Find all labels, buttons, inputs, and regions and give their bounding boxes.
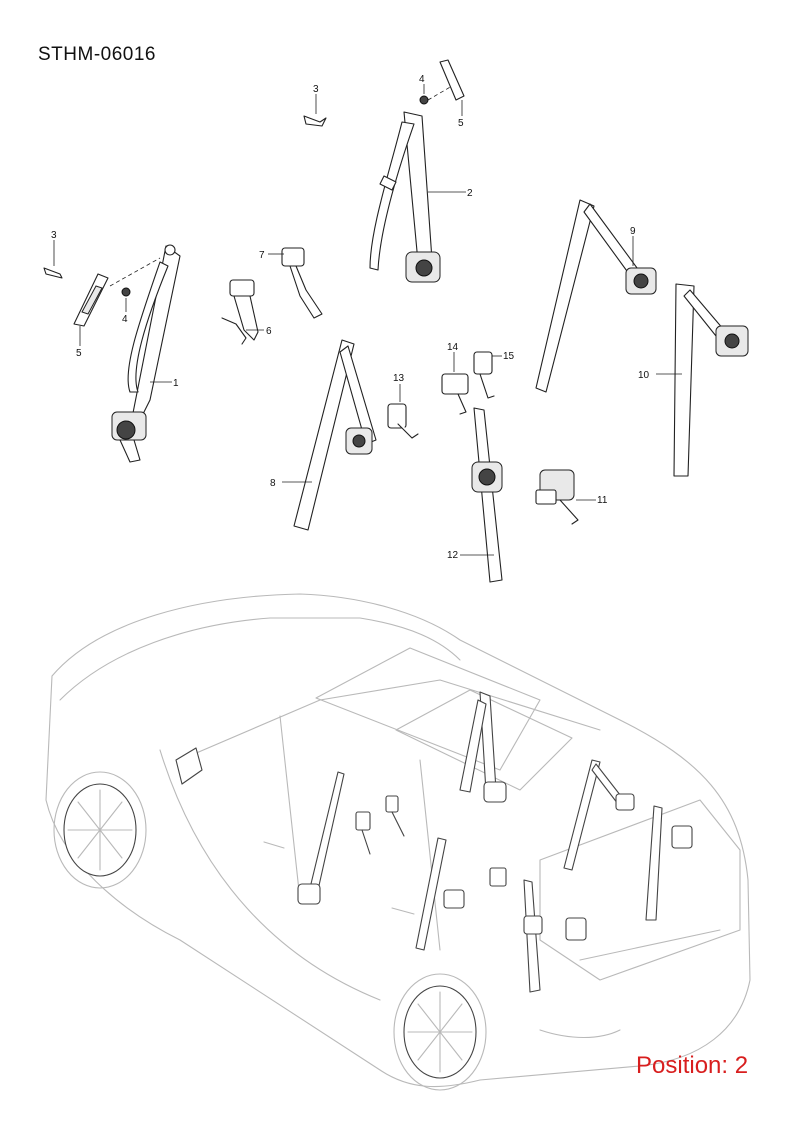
part-5-height-adjuster-left: [73, 273, 109, 327]
part-12-center-seatbelt: [471, 407, 503, 583]
part-6-buckle: [221, 279, 259, 345]
part-3-clip-left: [43, 267, 63, 279]
callout-3-left: 3: [51, 230, 57, 241]
part-4-nut-top: [419, 85, 453, 105]
callout-11: 11: [597, 495, 608, 506]
part-3-clip-top: [303, 115, 327, 127]
callout-12: 12: [447, 550, 459, 561]
callout-7: 7: [259, 250, 265, 261]
callout-15: 15: [503, 351, 515, 362]
callout-10: 10: [638, 370, 650, 381]
part-4-nut-left: [109, 257, 161, 297]
part-9-rear-seatbelt: [535, 199, 657, 393]
part-15-buckle: [473, 351, 495, 399]
part-14-child-seat-anchor: [441, 373, 469, 415]
callout-8: 8: [270, 478, 276, 489]
installed-seatbelts: [297, 691, 693, 993]
diagram-code: STHM-06016: [38, 44, 156, 65]
part-8-seatbelt: [293, 339, 377, 531]
callout-1: 1: [173, 378, 179, 389]
callout-4-top: 4: [419, 74, 425, 85]
callout-6: 6: [266, 326, 272, 337]
callout-4-left: 4: [122, 314, 128, 325]
vehicle-outline: [45, 593, 751, 1091]
position-label: Position: 2: [636, 1052, 749, 1079]
part-10-rear-seatbelt: [673, 283, 749, 477]
callout-13: 13: [393, 373, 405, 384]
callout-5-left: 5: [76, 348, 82, 359]
part-11-retractor: [535, 469, 579, 525]
part-1-front-seatbelt: [111, 244, 181, 463]
callout-3-top: 3: [313, 84, 319, 95]
part-13-buckle-assembly: [387, 403, 419, 439]
callout-14: 14: [447, 342, 459, 353]
callout-5-top: 5: [458, 118, 464, 129]
part-5-height-adjuster-top: [439, 59, 465, 101]
callout-9: 9: [630, 226, 636, 237]
callout-2: 2: [467, 188, 473, 199]
part-7-buckle: [281, 247, 323, 319]
part-2-seatbelt: [369, 111, 441, 283]
